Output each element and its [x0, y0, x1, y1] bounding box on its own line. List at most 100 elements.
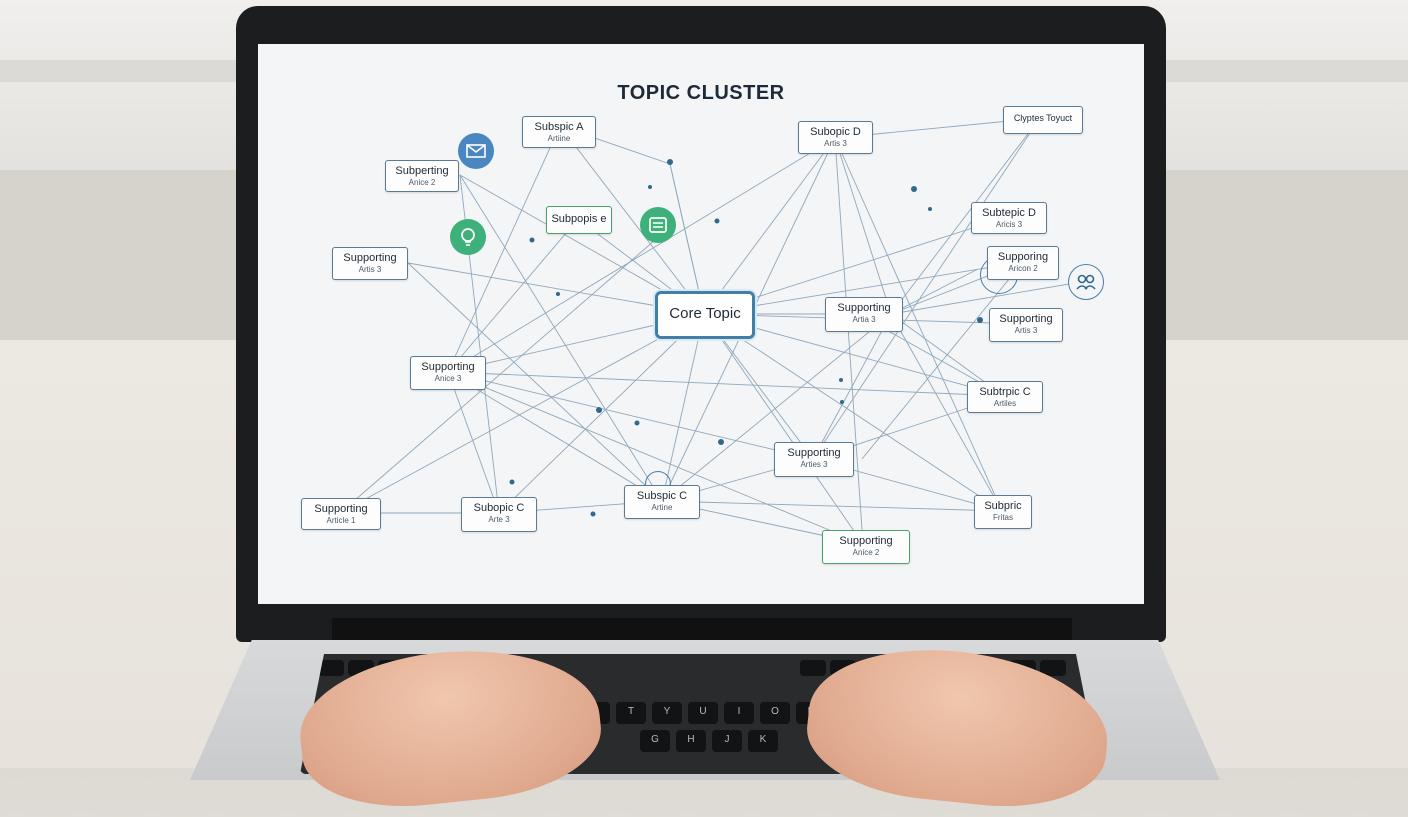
edge — [661, 313, 892, 502]
diagram-node[interactable]: Subperting Anice 2 — [385, 160, 459, 192]
keyboard-key[interactable] — [318, 660, 344, 676]
diagram-node[interactable]: Supporting Artis 3 — [989, 308, 1063, 342]
diagram-node[interactable]: Subopic C Arte 3 — [461, 497, 537, 532]
edge-junction-dot — [590, 511, 596, 517]
diagram-node[interactable]: Supporting Anice 2 — [822, 530, 910, 564]
node-subtitle: Anice 2 — [408, 178, 436, 187]
edge — [447, 137, 836, 373]
key-j[interactable]: J — [712, 730, 742, 752]
node-title: Supporting — [839, 535, 893, 547]
diagram-node[interactable]: Subpopis e — [546, 206, 612, 234]
edge-junction-dot — [667, 159, 673, 165]
diagram-node[interactable]: Subspic C Artine — [624, 485, 700, 519]
node-subtitle: Anice 2 — [852, 548, 880, 557]
node-subtitle: Arties 3 — [800, 460, 828, 469]
edge-junction-dot — [911, 186, 917, 192]
node-subtitle: Artis 3 — [358, 265, 382, 274]
key-t[interactable]: T — [616, 702, 646, 724]
node-title: Supporting — [999, 313, 1053, 325]
edge — [407, 262, 663, 502]
edge-junction-dot — [977, 317, 983, 323]
node-title: Subtrpic C — [979, 386, 1031, 398]
diagram-node[interactable]: Supporting Arties 3 — [774, 442, 854, 477]
node-title: Supporting — [421, 361, 475, 373]
edge-junction-dot — [596, 407, 602, 413]
edge — [459, 174, 663, 502]
core-topic-label: Core Topic — [669, 305, 741, 322]
lightbulb-icon — [450, 219, 486, 255]
core-topic-node[interactable]: Core Topic — [655, 291, 755, 339]
edge — [890, 313, 1003, 512]
diagram-node[interactable]: Supporting Article 1 — [301, 498, 381, 530]
node-subtitle: Artia 3 — [852, 315, 876, 324]
edge — [661, 500, 1003, 512]
edge-junction-dot — [509, 479, 515, 485]
document-icon — [640, 207, 676, 243]
diagram-node[interactable]: Subpric Fritas — [974, 495, 1032, 529]
node-title: Subtepic D — [982, 207, 1036, 219]
node-title: Subopic C — [473, 502, 525, 514]
diagram-node[interactable]: Subtrpic C Artiles — [967, 381, 1043, 413]
edge — [834, 137, 892, 315]
key-h[interactable]: H — [676, 730, 706, 752]
node-subtitle: Article 1 — [326, 516, 356, 525]
people-icon — [1068, 264, 1104, 300]
edge-junction-dot — [529, 237, 535, 243]
edge — [339, 233, 663, 514]
diagram-node[interactable]: Clyptes Toyuct — [1003, 106, 1083, 134]
edge-junction-dot — [648, 185, 652, 189]
edge-junction-dot — [634, 420, 640, 426]
edge-junction-dot — [714, 218, 720, 224]
keyboard-key[interactable] — [1040, 660, 1066, 676]
diagram-node[interactable]: Subspic A Artiine — [522, 116, 596, 148]
diagram-node[interactable]: Supporting Artis 3 — [332, 247, 408, 280]
node-title: Subspic A — [534, 121, 584, 133]
laptop-hinge — [332, 618, 1072, 642]
key-y[interactable]: Y — [652, 702, 682, 724]
edge — [459, 174, 705, 315]
edge — [834, 137, 864, 545]
node-title: Subspic C — [636, 490, 688, 502]
key-u[interactable]: U — [688, 702, 718, 724]
key-o[interactable]: O — [760, 702, 790, 724]
edge — [703, 313, 864, 545]
diagram-node[interactable]: Supporing Aricon 2 — [987, 246, 1059, 280]
edge — [407, 262, 705, 315]
edge — [703, 137, 836, 315]
key-g[interactable]: G — [640, 730, 670, 752]
edge-junction-dot — [928, 207, 932, 211]
edge — [447, 371, 814, 460]
key-i[interactable]: I — [724, 702, 754, 724]
edge — [834, 137, 1003, 512]
edge-junction-dot — [840, 400, 844, 404]
edge — [861, 261, 1024, 460]
key-k[interactable]: K — [748, 730, 778, 752]
diagram-node[interactable]: Subtepic D Aricis 3 — [971, 202, 1047, 234]
edge — [669, 163, 705, 315]
edge — [447, 218, 579, 373]
node-title: Supporting — [343, 252, 397, 264]
edge-junction-dot — [839, 378, 843, 382]
node-title: Subpric — [984, 500, 1022, 512]
node-subtitle: Artis 3 — [824, 139, 847, 148]
diagram-node[interactable]: Subopic D Artis 3 — [798, 121, 873, 154]
node-subtitle: Arte 3 — [488, 515, 510, 524]
node-subtitle: Artiles — [993, 399, 1017, 408]
edge — [447, 371, 500, 514]
node-title: Supporing — [997, 251, 1049, 263]
keyboard-key[interactable] — [800, 660, 826, 676]
node-subtitle: Artine — [651, 503, 673, 512]
diagram-node[interactable]: Supporting Anice 3 — [410, 356, 486, 390]
edge — [447, 371, 864, 545]
node-title: Subperting — [395, 165, 449, 177]
diagram-node[interactable]: Supporting Artia 3 — [825, 297, 903, 332]
envelope-icon — [458, 133, 494, 169]
diagram-title: TOPIC CLUSTER — [617, 82, 785, 104]
edge-junction-dot — [718, 439, 724, 445]
edge — [339, 313, 705, 514]
edge — [890, 280, 1088, 315]
edge — [890, 117, 1041, 315]
node-subtitle: Anice 3 — [434, 374, 462, 383]
edge — [447, 125, 561, 373]
edge — [498, 313, 705, 514]
